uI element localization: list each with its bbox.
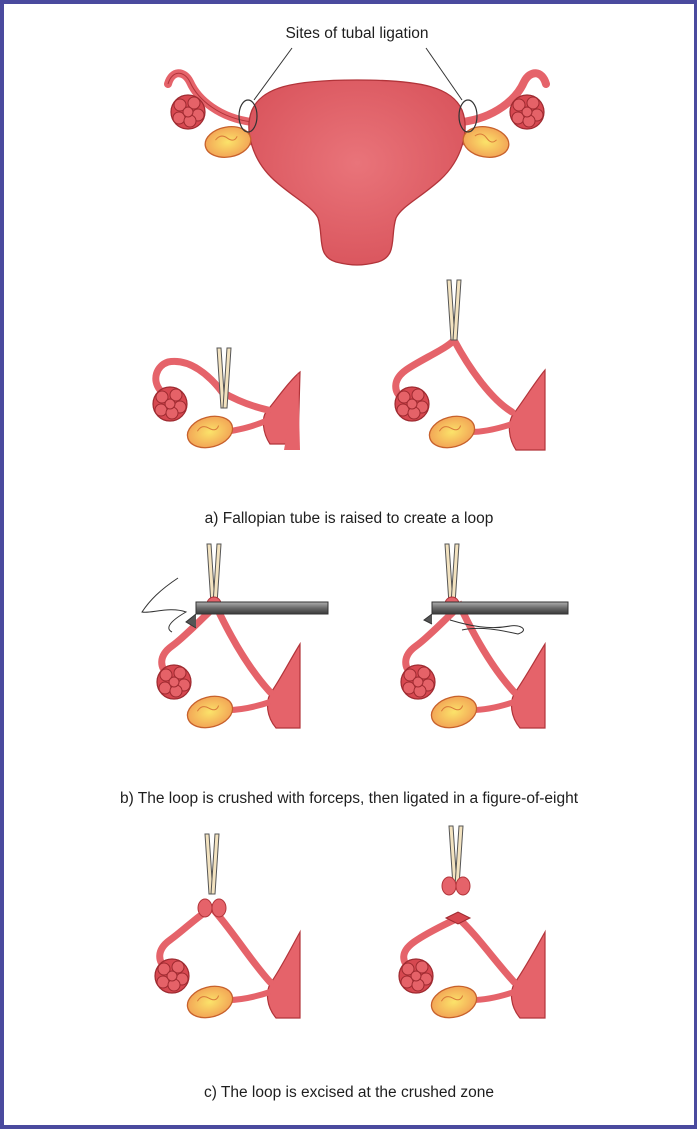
sites-of-tubal-ligation-label: Sites of tubal ligation — [262, 25, 452, 43]
panel-b-right — [401, 544, 568, 732]
panel-c-left — [155, 834, 300, 1022]
panel-b-left — [142, 544, 328, 732]
caption-a: a) Fallopian tube is raised to create a … — [4, 510, 694, 528]
caption-b: b) The loop is crushed with forceps, the… — [4, 790, 694, 808]
panel-a-left — [153, 348, 300, 452]
panel-a-right — [395, 280, 545, 452]
caption-c: c) The loop is excised at the crushed zo… — [4, 1084, 694, 1102]
uterus-overview — [168, 48, 546, 265]
panel-c-right — [399, 826, 545, 1022]
